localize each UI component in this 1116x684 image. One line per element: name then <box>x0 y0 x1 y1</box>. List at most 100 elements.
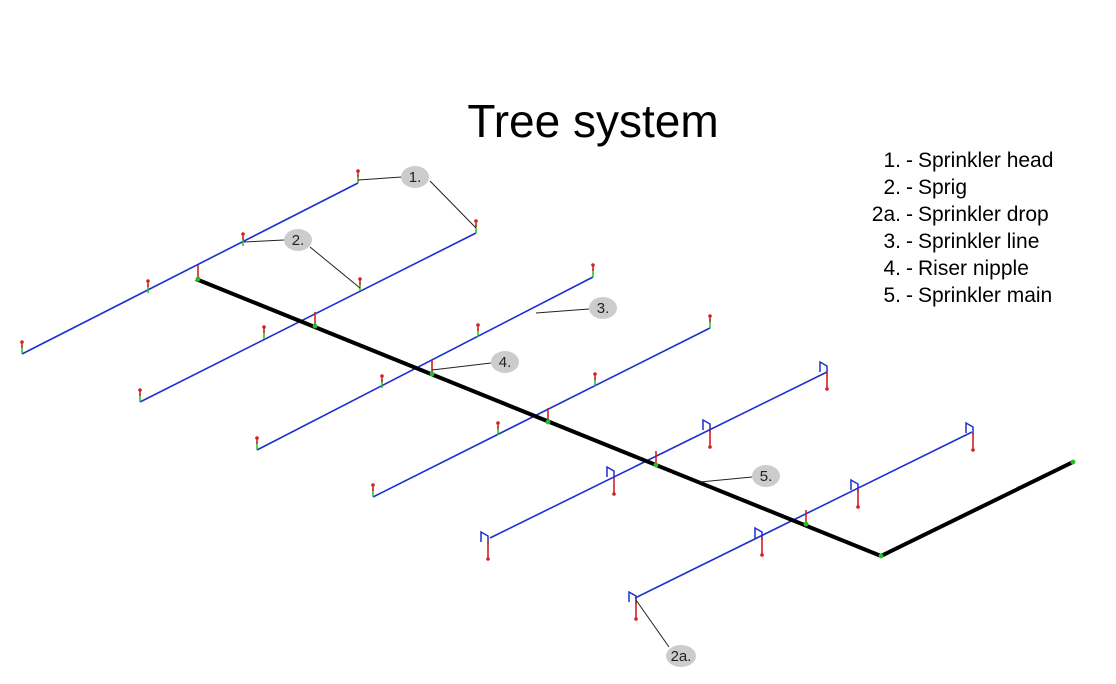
callout-leader <box>309 246 361 289</box>
callouts: 1. 2. 3. 4. 5. 2a. <box>284 166 780 667</box>
sprinkler-line <box>21 182 359 355</box>
callout-leaders <box>243 176 753 648</box>
sprinkler-head <box>380 374 384 378</box>
legend-item: 4.-Riser nipple <box>840 255 1110 282</box>
legend-item: 2a.-Sprinkler drop <box>840 201 1110 228</box>
callout-label: 5. <box>760 468 773 485</box>
callout-label: 4. <box>499 354 512 371</box>
sprinkler-head <box>20 340 24 344</box>
sprinkler-head <box>760 553 764 557</box>
callout-leader <box>635 599 670 648</box>
legend-item: 2.-Sprig <box>840 174 1110 201</box>
drop-offset <box>965 421 974 435</box>
sprinkler-equipment <box>20 169 1076 621</box>
callout-bubble <box>491 351 519 373</box>
sprinkler-line <box>139 232 477 403</box>
sprinkler-head <box>825 387 829 391</box>
sprinkler-head <box>496 421 500 425</box>
sprinkler-main <box>195 277 1074 558</box>
main-elbow-fitting <box>878 553 884 559</box>
callout-leader <box>243 239 285 243</box>
callout-label: 3. <box>597 300 610 317</box>
legend: 1.-Sprinkler head 2.-Sprig 2a.-Sprinkler… <box>840 147 1110 309</box>
callout-label: 1. <box>409 169 422 186</box>
riser-fitting <box>545 419 551 425</box>
sprinkler-head <box>856 505 860 509</box>
legend-key: 1. <box>883 149 901 172</box>
callout-5: 5. <box>752 465 780 487</box>
sprinkler-head <box>371 483 375 487</box>
sprinkler-line <box>489 371 828 539</box>
legend-label: Sprinkler line <box>918 230 1040 253</box>
legend-separator: - <box>906 257 913 280</box>
legend-item: 5.-Sprinkler main <box>840 282 1110 309</box>
legend-key: 4. <box>883 257 901 280</box>
sprinkler-head <box>474 219 478 223</box>
sprinkler-line <box>256 276 594 451</box>
sprinkler-head <box>255 436 259 440</box>
callout-bubble <box>666 645 696 667</box>
legend-key: 3. <box>883 230 901 253</box>
sprinkler-main-pipe <box>195 277 1074 558</box>
callout-3: 3. <box>589 297 617 319</box>
sprinkler-line <box>372 327 711 498</box>
sprinkler-head <box>634 617 638 621</box>
callout-leader <box>699 476 753 483</box>
callout-leader <box>429 180 477 229</box>
riser-fitting <box>803 521 809 527</box>
riser-fitting <box>429 371 435 377</box>
drop-offset <box>754 526 763 540</box>
callout-leader <box>535 308 590 314</box>
callout-1: 1. <box>401 166 429 188</box>
riser-fitting <box>195 276 201 282</box>
callout-4: 4. <box>491 351 519 373</box>
callout-bubble <box>589 297 617 319</box>
legend-key: 2. <box>883 176 901 199</box>
legend-label: Riser nipple <box>918 257 1029 280</box>
legend-key: 5. <box>883 284 901 307</box>
sprinkler-head <box>593 372 597 376</box>
legend-item: 3.-Sprinkler line <box>840 228 1110 255</box>
sprinkler-head <box>971 448 975 452</box>
sprinkler-head <box>476 323 480 327</box>
sprinkler-head <box>612 492 616 496</box>
callout-bubble <box>284 229 312 251</box>
callout-leader <box>431 362 492 371</box>
legend-label: Sprinkler main <box>918 284 1053 307</box>
callout-label: 2. <box>292 232 305 249</box>
callout-bubble <box>401 166 429 188</box>
legend-label: Sprinkler drop <box>918 203 1049 226</box>
callout-2a: 2a. <box>666 645 696 667</box>
sprinkler-head <box>262 325 266 329</box>
sprinkler-head <box>708 445 712 449</box>
sprinkler-head <box>591 263 595 267</box>
drop-offset <box>819 360 828 374</box>
sprinkler-head <box>146 279 150 283</box>
legend-label: Sprinkler head <box>918 149 1054 172</box>
legend-separator: - <box>906 149 913 172</box>
sprinkler-lines <box>21 182 973 599</box>
legend-separator: - <box>906 203 913 226</box>
legend-item: 1.-Sprinkler head <box>840 147 1110 174</box>
sprinkler-head <box>358 277 362 281</box>
riser-fitting <box>312 323 318 329</box>
legend-separator: - <box>906 176 913 199</box>
main-end-fitting <box>1070 459 1076 465</box>
drop-offset <box>480 530 489 544</box>
callout-label: 2a. <box>671 648 692 665</box>
callout-leader <box>357 176 403 181</box>
sprinkler-head <box>241 232 245 236</box>
legend-label: Sprig <box>918 176 968 199</box>
sprinkler-line <box>634 431 973 599</box>
drop-offset <box>850 478 859 492</box>
legend-separator: - <box>906 230 913 253</box>
drop-offset <box>628 590 637 604</box>
drop-offset <box>606 465 615 479</box>
legend-key: 2a. <box>871 203 901 226</box>
diagram-title: Tree system <box>467 95 719 147</box>
sprinkler-head <box>708 314 712 318</box>
sprinkler-head <box>356 169 360 173</box>
riser-fitting <box>653 462 659 468</box>
sprinkler-head <box>138 388 142 392</box>
legend-separator: - <box>906 284 913 307</box>
